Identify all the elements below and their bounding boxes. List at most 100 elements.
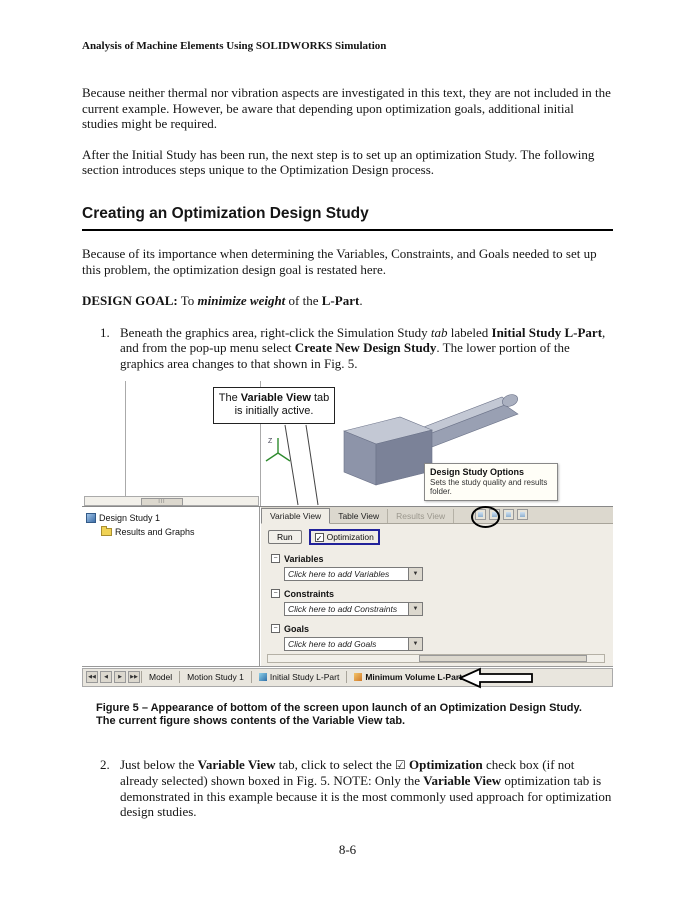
design-goal-emphasis: minimize weight [197, 293, 286, 309]
dropdown-placeholder: Click here to add Goals [288, 638, 377, 649]
tab-initial-study-l-part[interactable]: Initial Study L-Part [252, 669, 346, 686]
design-goal-text: . [359, 293, 363, 309]
caption-text: tab. [382, 715, 406, 728]
pane-divider [125, 380, 126, 498]
step-text-segment: Create New Design Study [294, 340, 437, 356]
dropdown-arrow-icon[interactable]: ▼ [408, 567, 422, 580]
tree-item-label: Design Study 1 [99, 512, 161, 523]
l-part-3d-model [343, 393, 519, 485]
step-text-segment: optimization tab is demonstrated in this… [120, 773, 612, 820]
dropdown-placeholder: Click here to add Constraints [288, 603, 398, 614]
previous-tab-button[interactable]: ◀ [100, 671, 112, 684]
callout-text: Variable View [240, 391, 311, 404]
callout-text: tab is initially active. [234, 391, 330, 418]
tab-label: Initial Study L-Part [269, 672, 340, 683]
tree-item-label: Results and Graphs [115, 526, 195, 537]
running-header: Analysis of Machine Elements Using SOLID… [82, 40, 387, 52]
tab-separator [141, 671, 142, 684]
tab-table-view[interactable]: Table View [330, 508, 389, 523]
copy-study-icon[interactable] [503, 508, 514, 520]
horizontal-scrollbar[interactable]: III [84, 495, 259, 506]
constraints-header: − Constraints [271, 589, 613, 599]
design-study-tree: Design Study 1 Results and Graphs [82, 506, 260, 666]
variables-header: − Variables [271, 554, 613, 564]
design-goal-text: To [177, 293, 198, 309]
optimization-emphasis-box: ✓ Optimization [308, 529, 380, 546]
figure-5-screenshot: Z The Variable View tab is initially act… [82, 380, 613, 691]
scrollbar-thumb[interactable] [419, 654, 588, 662]
design-goal-line: DESIGN GOAL: To minimize weight of the L… [82, 293, 613, 309]
last-tab-button[interactable]: ▶▶ [128, 671, 140, 684]
collapse-icon[interactable]: − [271, 589, 280, 599]
tree-item-design-study[interactable]: Design Study 1 [86, 511, 259, 525]
step-text-segment: tab, click to select the [275, 756, 396, 772]
goals-dropdown[interactable]: Click here to add Goals ▼ [284, 636, 423, 651]
step-text-segment: labeled [447, 324, 492, 340]
callout-leader-line [284, 424, 299, 505]
step-text-segment: . The lower portion of the graphics area… [120, 340, 570, 371]
tab-label: Minimum Volume L-Part [365, 672, 462, 683]
tab-separator [346, 671, 348, 684]
page-number: 8-6 [338, 842, 357, 857]
emphasis-circle [471, 505, 500, 528]
dropdown-arrow-icon[interactable]: ▼ [408, 602, 422, 615]
step-text-segment: Beneath the graphics area, right-click t… [120, 324, 431, 340]
tab-variable-view[interactable]: Variable View [261, 507, 331, 524]
callout-leader-line [305, 424, 319, 505]
first-tab-button[interactable]: ◀◀ [86, 671, 98, 684]
goals-header: − Goals [271, 624, 613, 634]
checked-box-glyph: ☑ [395, 757, 406, 772]
collapse-icon[interactable]: − [271, 554, 280, 564]
constraints-dropdown[interactable]: Click here to add Constraints ▼ [284, 601, 423, 616]
collapse-icon[interactable]: − [271, 624, 280, 634]
simulation-study-icon [258, 673, 267, 682]
paragraph-intro-2: After the Initial Study has been run, th… [82, 146, 595, 178]
step-text-segment: Variable View [423, 773, 502, 789]
figure-graphics-layer: Z [265, 393, 519, 505]
optimization-checkbox[interactable]: ✓ [314, 532, 324, 543]
checkmark-icon: ✓ [315, 533, 323, 543]
step-text-segment: tab [430, 324, 448, 340]
variables-section: − Variables Click here to add Variables … [271, 554, 613, 581]
step-text-segment: check box (if not already selected) show… [120, 756, 575, 789]
step-text: Just below the Variable View tab, click … [120, 757, 613, 820]
tab-separator [179, 671, 181, 684]
emphasis-arrow [457, 667, 533, 688]
section-heading: Creating an Optimization Design Study [82, 205, 613, 231]
scrollbar-thumb[interactable]: III [141, 497, 183, 506]
optimization-label: Optimization [326, 532, 374, 543]
tooltip-title: Design Study Options [430, 466, 525, 477]
design-study-panel: Design Study 1 Results and Graphs Variab… [82, 505, 613, 667]
design-study-icon [86, 512, 96, 523]
tab-minimum-volume-l-part[interactable]: Minimum Volume L-Part [347, 669, 469, 686]
run-button[interactable]: Run [268, 530, 302, 545]
tab-results-view: Results View [388, 508, 455, 523]
variables-dropdown[interactable]: Click here to add Variables ▼ [284, 566, 423, 581]
paragraph-intro-1: Because neither thermal nor vibration as… [82, 85, 611, 132]
design-goal-text: of the [285, 293, 322, 309]
step-text-segment: Just below the [120, 756, 198, 772]
design-goal-part: L-Part [321, 293, 360, 309]
next-tab-button[interactable]: ▶ [114, 671, 126, 684]
step-text-segment: Variable View [197, 756, 276, 772]
constraints-section: − Constraints Click here to add Constrai… [271, 589, 613, 616]
view-tab-row: Variable View Table View Results View [261, 506, 613, 524]
step-2: 2. Just below the Variable View tab, cli… [100, 757, 613, 820]
save-study-icon[interactable] [517, 508, 528, 520]
tab-motion-study-1[interactable]: Motion Study 1 [187, 672, 244, 683]
folder-icon [101, 525, 112, 536]
caption-text: Variable View [312, 715, 383, 728]
step-text-segment: Initial Study L-Part [491, 324, 603, 340]
design-goal-label: DESIGN GOAL: [82, 293, 178, 309]
caption-text: Figure 5 – Appearance of bottom of the s… [96, 701, 582, 728]
design-study-tab-icon [354, 673, 363, 682]
step-number: 2. [100, 756, 110, 772]
axis-label: Z [268, 438, 273, 445]
design-study-workspace: Variable View Table View Results View Ru… [261, 505, 613, 666]
dropdown-arrow-icon[interactable]: ▼ [408, 637, 422, 650]
section-label: Variables [284, 553, 324, 564]
tab-model[interactable]: Model [149, 672, 173, 683]
workspace-scrollbar[interactable] [267, 653, 605, 663]
tree-item-results-and-graphs[interactable]: Results and Graphs [101, 525, 259, 539]
